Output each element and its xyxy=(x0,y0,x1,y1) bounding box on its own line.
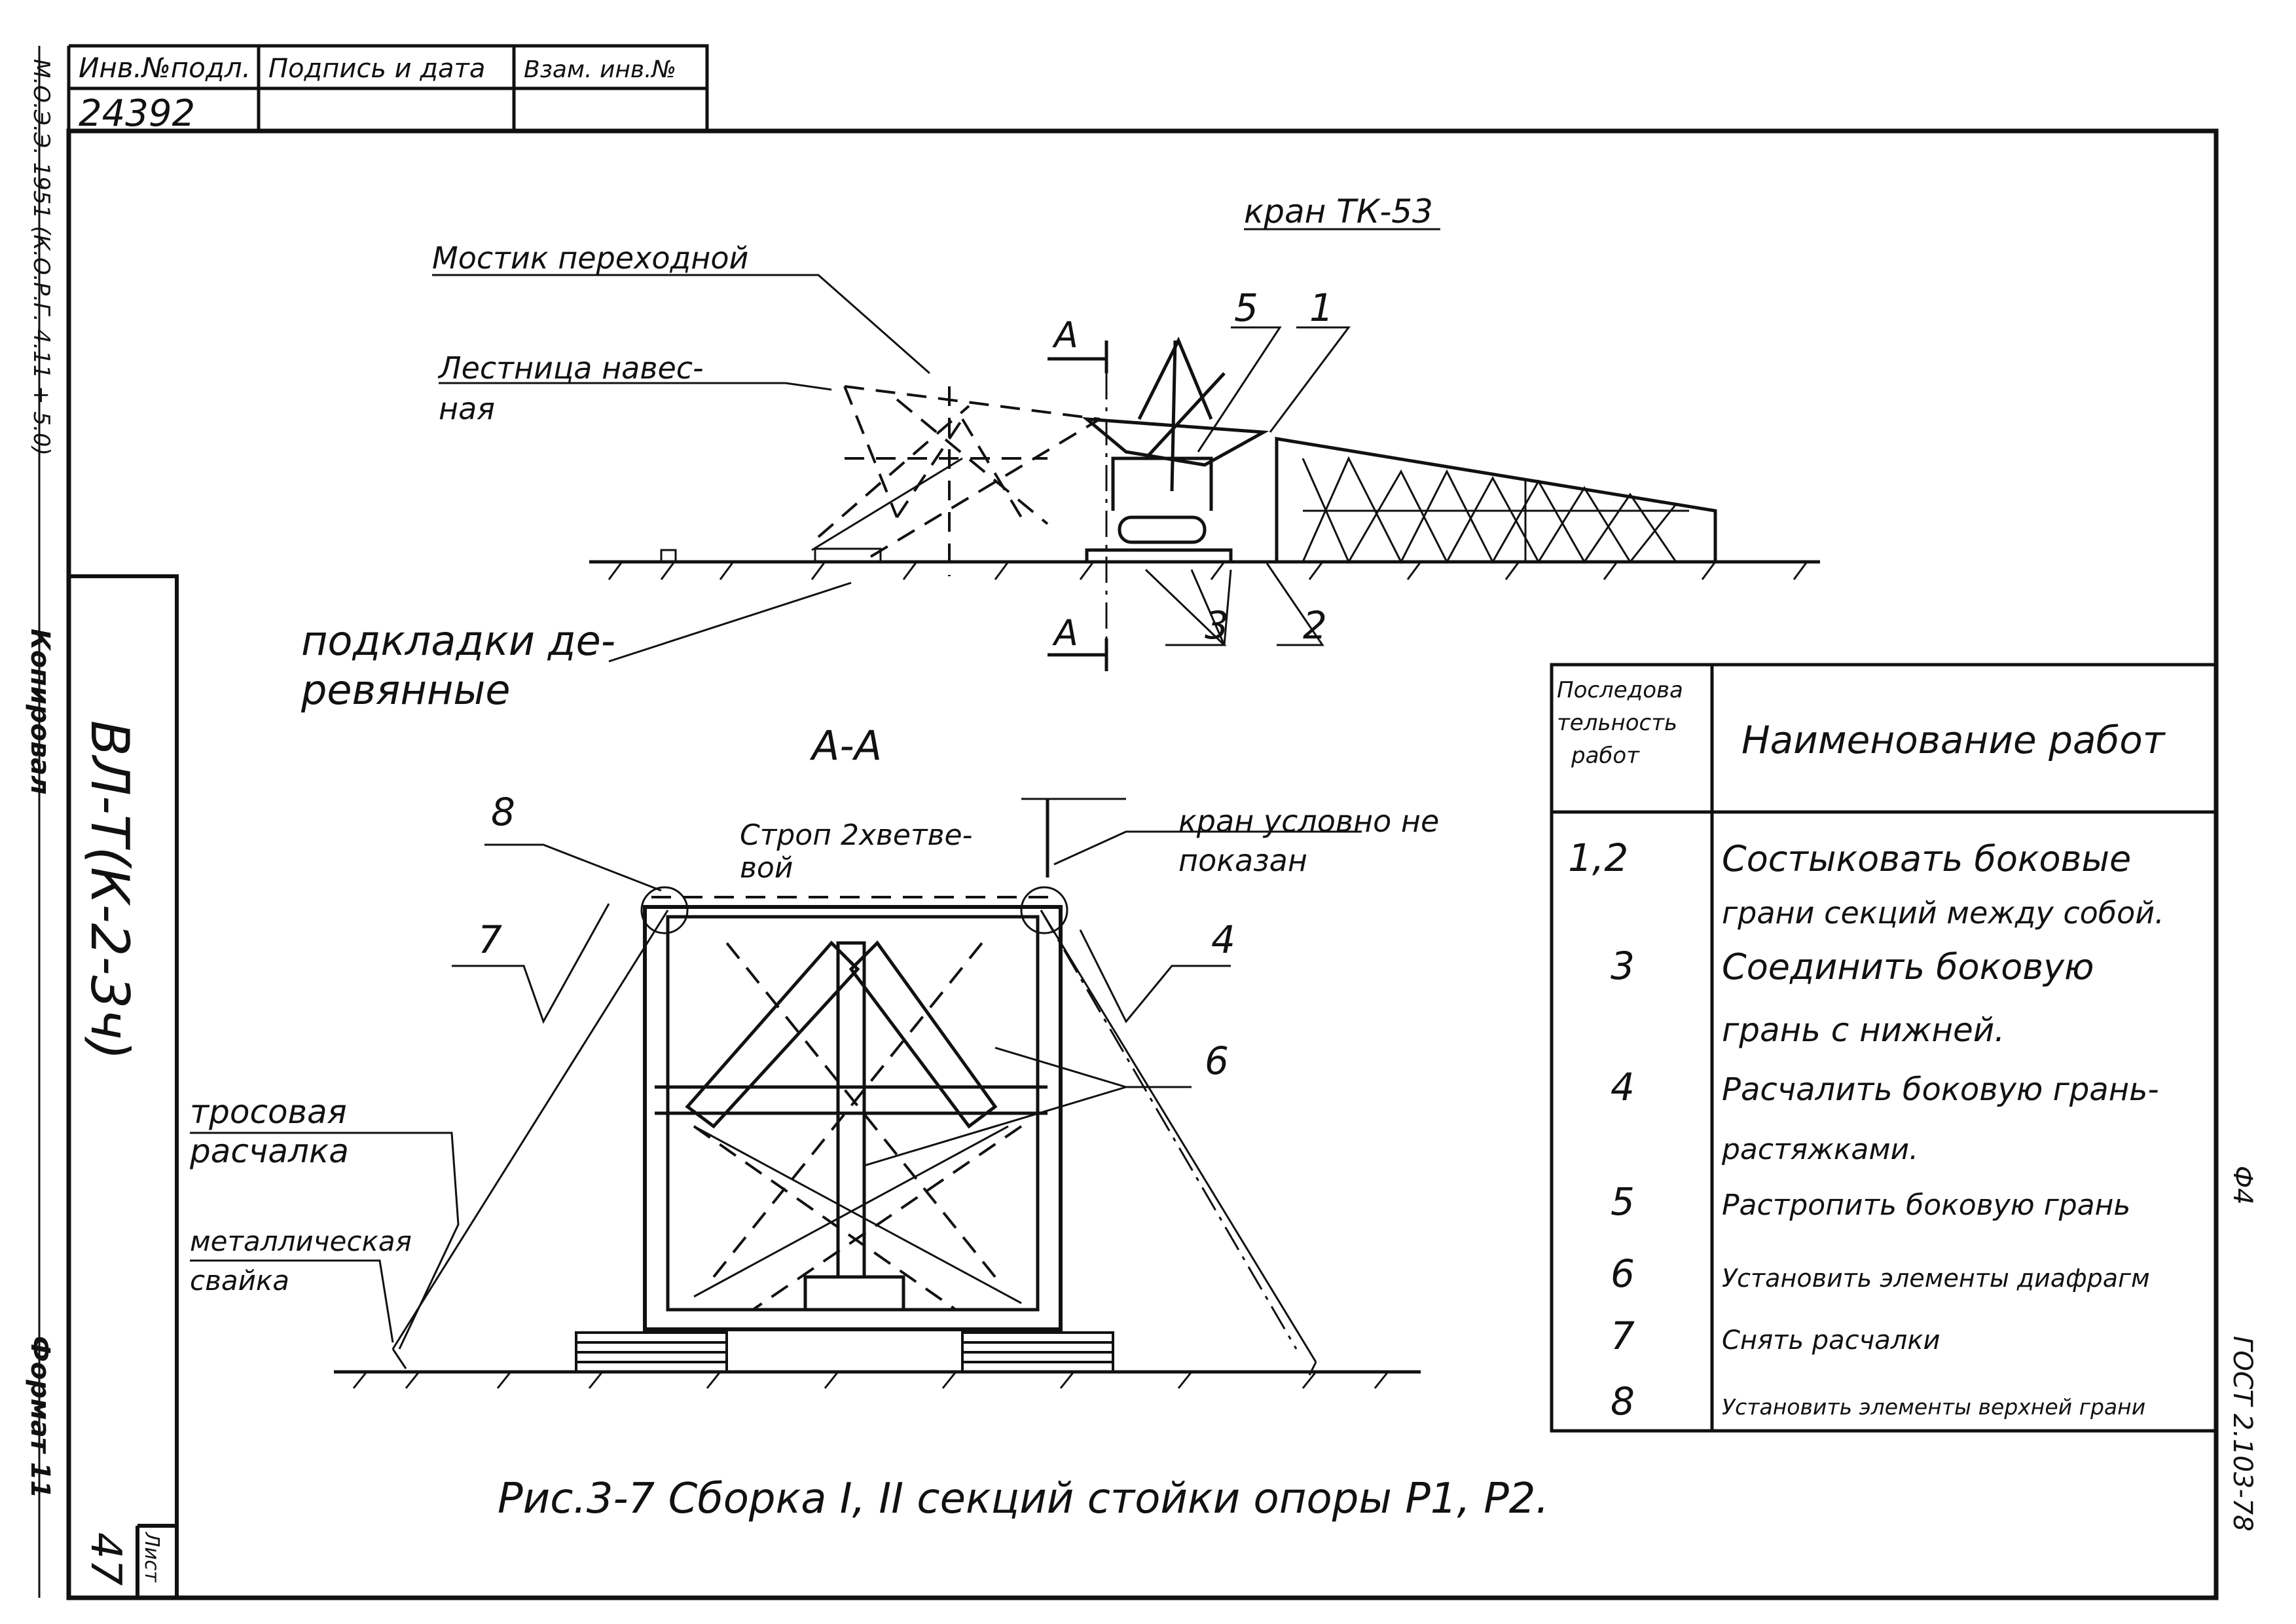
crane-note-1: кран условно не xyxy=(1178,803,1439,839)
crane-label: кран ТК-53 xyxy=(1244,193,1433,231)
row5-seq: 6 xyxy=(1611,1251,1635,1296)
row1-text-1: Состыковать боковые xyxy=(1722,838,2131,879)
row6-text-1: Снять расчалки xyxy=(1722,1325,1941,1356)
section-view-drawing xyxy=(190,798,1421,1389)
row4-text-1: Растропить боковую грань xyxy=(1722,1189,2130,1222)
callout-4: 4 xyxy=(1211,917,1235,962)
row3-seq: 4 xyxy=(1611,1065,1635,1109)
stamp-inv-value: 24392 xyxy=(79,92,195,135)
section-a-bottom: А xyxy=(1052,612,1078,654)
pads-label-2: ревянные xyxy=(301,666,511,714)
callout-8: 8 xyxy=(491,790,515,834)
callout-6: 6 xyxy=(1205,1039,1229,1083)
stamp-sign-header: Подпись и дата xyxy=(268,54,485,84)
crane-note-2: показан xyxy=(1178,843,1307,878)
section-title: А-А xyxy=(809,722,882,769)
left-margin-code: М.О.Э.Э. 1951 (К.О.Р.Г. 4.11 + 5.0) xyxy=(28,59,54,456)
row1-text-2: грани секций между собой. xyxy=(1722,895,2164,931)
f4-label: Ф4 xyxy=(2227,1166,2257,1205)
guy-label-1: тросовая xyxy=(190,1093,347,1131)
callout-3: 3 xyxy=(1205,603,1229,648)
row4-seq: 5 xyxy=(1611,1179,1635,1224)
row7-seq: 8 xyxy=(1611,1379,1635,1424)
row3-text-2: растяжками. xyxy=(1721,1133,1918,1166)
stamp-replace-header: Взам. инв.№ xyxy=(524,56,676,83)
table-col1-header-3: работ xyxy=(1571,743,1640,769)
sheet-label: Лист xyxy=(140,1532,163,1583)
bridge-label: Мостик переходной xyxy=(432,240,748,276)
pads-label-1: подкладки де- xyxy=(301,617,615,665)
copied-label: Копировал xyxy=(25,629,55,795)
gost-label: ГОСТ 2.103-78 xyxy=(2227,1336,2257,1532)
row5-text-1: Установить элементы диафрагм xyxy=(1722,1264,2150,1293)
works-table xyxy=(1550,663,2218,1433)
ladder-label-1: Лестница навес- xyxy=(437,350,704,386)
callout-5: 5 xyxy=(1234,286,1258,330)
row7-text-1: Установить элементы верхней грани xyxy=(1722,1394,2145,1420)
figure-caption: Рис.3-7 Сборка I, II секций стойки опоры… xyxy=(498,1475,1549,1523)
row1-seq: 1,2 xyxy=(1568,836,1628,880)
sling-label-2: вой xyxy=(740,851,793,885)
section-a-top: А xyxy=(1052,314,1078,356)
row6-seq: 7 xyxy=(1611,1314,1635,1358)
table-col1-header-1: Последова xyxy=(1557,677,1683,703)
stamp-inv-header: Инв.№подл. xyxy=(79,52,251,84)
callout-2: 2 xyxy=(1303,603,1327,648)
guy-label-2: расчалка xyxy=(189,1132,349,1170)
pile-label-1: металлическая xyxy=(190,1225,412,1257)
callout-1: 1 xyxy=(1309,286,1334,330)
table-col2-header: Наименование работ xyxy=(1741,718,2166,762)
side-view-drawing xyxy=(432,228,1820,671)
row2-seq: 3 xyxy=(1611,944,1635,988)
row2-text-2: грань с нижней. xyxy=(1722,1011,2005,1049)
row2-text-1: Соединить боковую xyxy=(1722,946,2094,987)
ladder-label-2: ная xyxy=(439,391,495,426)
sheet-number: 47 xyxy=(81,1532,130,1586)
row3-text-1: Расчалить боковую грань- xyxy=(1722,1071,2159,1108)
doc-code: ВЛ-Т(К-2-3ч) xyxy=(79,720,140,1060)
table-col1-header-2: тельность xyxy=(1557,710,1677,736)
format-label: Формат 11 xyxy=(25,1336,55,1498)
callout-7: 7 xyxy=(478,917,502,962)
pile-label-2: свайка xyxy=(190,1264,289,1297)
sheet-frame xyxy=(38,44,2219,1600)
sling-label-1: Строп 2хветве- xyxy=(740,819,973,852)
